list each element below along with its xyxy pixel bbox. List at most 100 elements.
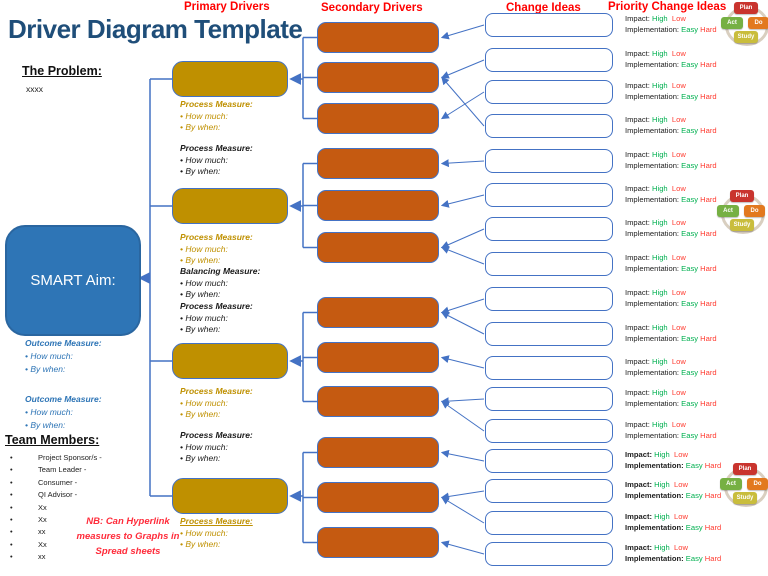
measure-bullet: • By when: <box>180 255 221 265</box>
team-member-item: •Xx <box>10 539 102 551</box>
secondary-driver-box-10[interactable] <box>317 437 439 468</box>
change-idea-box-8[interactable] <box>485 252 613 276</box>
change-idea-box-1[interactable] <box>485 13 613 37</box>
impact-line: Impact: High Low <box>625 323 686 332</box>
primary-driver-box-4[interactable] <box>172 478 288 514</box>
secondary-driver-box-11[interactable] <box>317 482 439 513</box>
team-member-item: •Consumer - <box>10 477 102 489</box>
team-member-item: •Project Sponsor/s - <box>10 452 102 464</box>
secondary-driver-box-2[interactable] <box>317 62 439 93</box>
implementation-line: Implementation: Easy Hard <box>625 228 717 238</box>
impact-line: Impact: High Low <box>625 49 686 58</box>
change-idea-box-17[interactable] <box>485 542 613 566</box>
header-change-ideas: Change Ideas <box>506 2 581 14</box>
change-idea-box-14[interactable] <box>485 449 613 473</box>
secondary-driver-box-5[interactable] <box>317 190 439 221</box>
team-member-name: Xx <box>38 515 47 525</box>
implementation-line: Implementation: Easy Hard <box>625 430 717 440</box>
secondary-driver-box-8[interactable] <box>317 342 439 373</box>
measure-bullet: • How much: <box>180 527 228 538</box>
secondary-driver-box-4[interactable] <box>317 148 439 179</box>
change-idea-box-9[interactable] <box>485 287 613 311</box>
secondary-driver-box-12[interactable] <box>317 527 439 558</box>
smart-aim-box[interactable]: SMART Aim: <box>5 225 141 336</box>
pdsa-do-chip: Do <box>747 478 768 490</box>
impact-line: Impact: High Low <box>625 288 686 297</box>
impact-line: Impact: High Low <box>625 480 688 489</box>
problem-value[interactable]: xxxx <box>26 84 43 94</box>
team-members-list: •Project Sponsor/s -•Team Leader -•Consu… <box>10 452 102 564</box>
change-idea-box-2[interactable] <box>485 48 613 72</box>
team-member-item: •xx <box>10 526 102 538</box>
bullet-dot: • <box>10 502 13 512</box>
change-idea-box-3[interactable] <box>485 80 613 104</box>
outcome-measure-title: Outcome Measure: <box>25 394 102 404</box>
bullet-dot: • <box>10 539 13 549</box>
change-idea-box-10[interactable] <box>485 322 613 346</box>
impact-line: Impact: High Low <box>625 218 686 227</box>
outcome-measure-1: Outcome Measure:• How much:• By when: <box>25 337 145 376</box>
measure-block-7: Process Measure:• How much:• By when: <box>180 430 292 465</box>
header-secondary-drivers: Secondary Drivers <box>321 2 423 14</box>
secondary-driver-box-6[interactable] <box>317 232 439 263</box>
measure-title: Process Measure: <box>180 386 253 396</box>
implementation-line: Implementation: Easy Hard <box>625 160 717 170</box>
primary-driver-box-2[interactable] <box>172 188 288 224</box>
secondary-driver-box-9[interactable] <box>317 386 439 417</box>
primary-driver-box-3[interactable] <box>172 343 288 379</box>
bullet-dot: • <box>10 453 13 462</box>
measure-bullet: • By when: <box>180 166 221 176</box>
implementation-line: Implementation: Easy Hard <box>625 298 717 308</box>
pdsa-plan-chip: Plan <box>730 190 754 202</box>
change-idea-box-16[interactable] <box>485 511 613 535</box>
impact-line: Impact: High Low <box>625 512 688 521</box>
measure-title: Process Measure: <box>180 516 253 526</box>
impact-line: Impact: High Low <box>625 150 686 159</box>
change-idea-box-13[interactable] <box>485 419 613 443</box>
team-member-name: Team Leader - <box>38 465 87 475</box>
change-idea-box-5[interactable] <box>485 149 613 173</box>
impact-line: Impact: High Low <box>625 81 686 90</box>
secondary-driver-box-1[interactable] <box>317 22 439 53</box>
secondary-driver-box-3[interactable] <box>317 103 439 134</box>
change-idea-box-12[interactable] <box>485 387 613 411</box>
measure-block-1: Process Measure:• How much:• By when: <box>180 99 292 134</box>
change-idea-box-7[interactable] <box>485 217 613 241</box>
smart-aim-label: SMART Aim: <box>30 272 116 289</box>
pdsa-plan-chip: Plan <box>734 2 758 14</box>
pdsa-plan-chip: Plan <box>733 463 757 475</box>
pdsa-act-chip: Act <box>717 205 739 217</box>
header-primary-drivers: Primary Drivers <box>184 1 270 13</box>
change-idea-box-11[interactable] <box>485 356 613 380</box>
change-idea-box-6[interactable] <box>485 183 613 207</box>
measure-title: Process Measure: <box>180 143 253 153</box>
secondary-driver-box-7[interactable] <box>317 297 439 328</box>
measure-bullet: • By when: <box>180 122 221 132</box>
measure-block-8: Process Measure:• How much:• By when: <box>180 516 292 551</box>
measure-bullet: • How much: <box>180 441 228 452</box>
implementation-line: Implementation: Easy Hard <box>625 460 722 470</box>
impact-line: Impact: High Low <box>625 388 686 397</box>
team-member-name: xx <box>38 527 46 537</box>
change-idea-box-4[interactable] <box>485 114 613 138</box>
team-member-item: •QI Advisor - <box>10 489 102 501</box>
measure-bullet: • How much: <box>180 277 228 288</box>
impact-line: Impact: High Low <box>625 543 688 552</box>
header-priority-change-ideas: Priority Change Ideas <box>608 1 727 13</box>
pdsa-do-chip: Do <box>744 205 765 217</box>
change-idea-box-15[interactable] <box>485 479 613 503</box>
primary-driver-box-1[interactable] <box>172 61 288 97</box>
team-member-item: •Team Leader - <box>10 464 102 476</box>
